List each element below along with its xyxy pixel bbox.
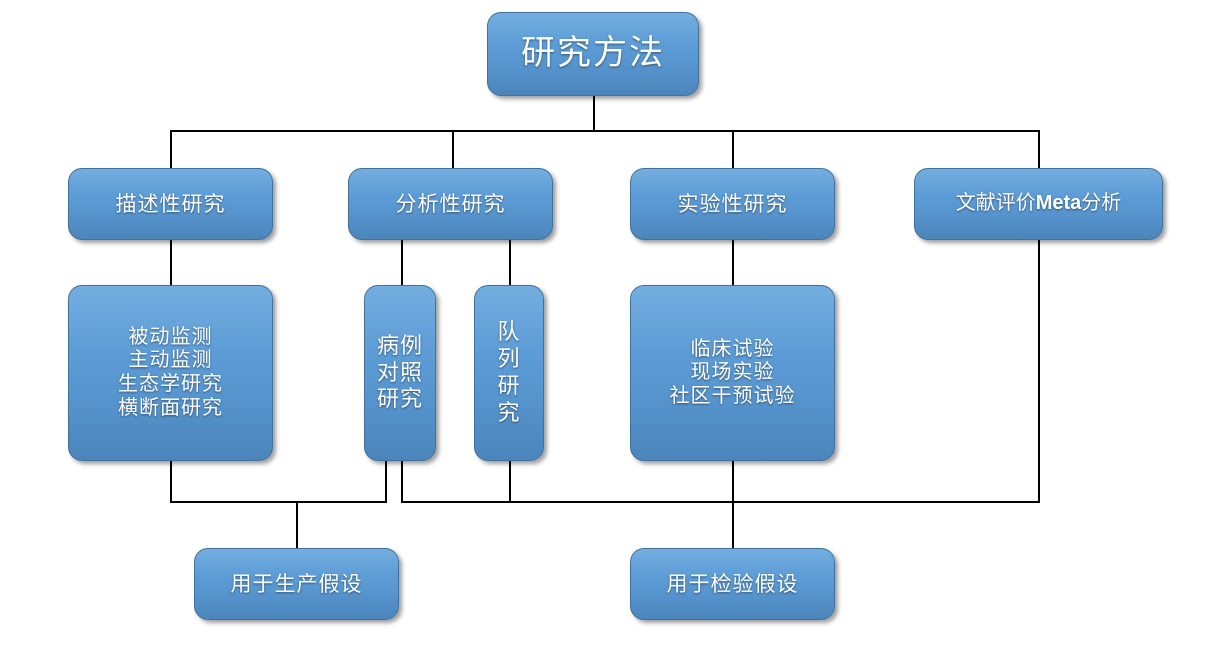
detail-line: 临床试验: [690, 337, 775, 360]
node-detail-cohort-study[interactable]: 队 列 研 究: [474, 285, 544, 461]
connector-experimental-down: [732, 461, 734, 503]
node-detail-case-control-study[interactable]: 病例 对照 研究: [364, 285, 436, 461]
detail-line: 研究: [376, 386, 423, 412]
node-category-experimental[interactable]: 实验性研究: [630, 168, 835, 240]
connector-analytical-to-cohort: [509, 240, 511, 285]
detail-line: 队: [497, 319, 521, 345]
node-category-experimental-label: 实验性研究: [677, 191, 788, 216]
connector-bus-to-experimental: [732, 130, 734, 169]
connector-generate-bus: [170, 501, 387, 503]
node-category-descriptive-label: 描述性研究: [115, 191, 226, 216]
node-outcome-generate-hypothesis[interactable]: 用于生产假设: [194, 548, 399, 620]
detail-line: 生态学研究: [118, 373, 223, 395]
node-root-label: 研究方法: [521, 34, 665, 72]
node-detail-descriptive-methods[interactable]: 被动监测 主动监测 生态学研究 横断面研究: [68, 285, 273, 461]
detail-line: 对照: [376, 359, 423, 385]
node-category-meta-analysis[interactable]: 文献评价Meta分析: [914, 168, 1163, 240]
detail-line: 被动监测: [128, 325, 213, 348]
node-root-research-methods[interactable]: 研究方法: [487, 12, 699, 96]
connector-test-bus-to-box: [732, 501, 734, 548]
connector-test-bus: [401, 501, 1040, 503]
node-category-meta-label-prefix: 文献评价: [955, 192, 1036, 215]
node-outcome-generate-label: 用于生产假设: [230, 571, 363, 596]
connector-root-down: [593, 96, 595, 132]
detail-line: 究: [497, 399, 521, 425]
connector-descriptive-to-details: [170, 240, 172, 285]
node-category-meta-label-suffix: 分析: [1081, 192, 1122, 215]
detail-line: 现场实验: [690, 361, 775, 384]
node-category-analytical-label: 分析性研究: [395, 191, 506, 216]
node-category-meta-label-bold: Meta: [1035, 192, 1082, 215]
detail-line: 列: [497, 346, 521, 372]
node-outcome-test-hypothesis[interactable]: 用于检验假设: [630, 548, 835, 620]
connector-experimental-to-details: [732, 240, 734, 285]
connector-bus-to-analytical: [452, 130, 454, 169]
detail-line: 病例: [376, 332, 423, 358]
detail-line: 主动监测: [128, 349, 213, 372]
node-category-descriptive[interactable]: 描述性研究: [68, 168, 273, 240]
connector-case-control-down-left: [385, 461, 387, 503]
detail-line: 社区干预试验: [669, 384, 796, 407]
node-outcome-test-label: 用于检验假设: [666, 571, 799, 596]
connector-analytical-to-case-control: [401, 240, 403, 285]
node-detail-experimental-methods[interactable]: 临床试验 现场实验 社区干预试验: [630, 285, 835, 461]
detail-line: 研: [497, 373, 521, 398]
connector-main-bus: [170, 130, 1040, 132]
detail-line: 横断面研究: [118, 396, 223, 419]
connector-descriptive-down: [170, 461, 172, 503]
connector-bus-to-descriptive: [170, 130, 172, 169]
connector-generate-bus-to-box: [296, 501, 298, 548]
connector-meta-down: [1038, 240, 1040, 503]
node-category-analytical[interactable]: 分析性研究: [348, 168, 553, 240]
connector-cohort-down: [509, 461, 511, 503]
connector-case-control-down-right: [401, 461, 403, 503]
connector-bus-to-meta: [1038, 130, 1040, 169]
